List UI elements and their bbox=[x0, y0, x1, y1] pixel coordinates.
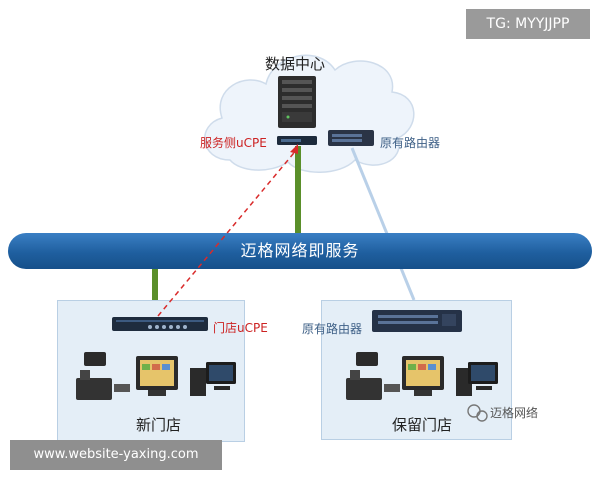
legacy-store-router-icon bbox=[372, 310, 462, 332]
legacy-store-router-label: 原有路由器 bbox=[302, 322, 363, 336]
datacenter-router-icon bbox=[328, 130, 374, 146]
red-dashed-tunnel bbox=[157, 147, 299, 317]
datacenter-router-label: 原有路由器 bbox=[380, 136, 441, 150]
legacy-store-pc-icon bbox=[456, 362, 498, 396]
server-icon bbox=[278, 76, 316, 128]
legacy-store-touchscreen-icon bbox=[402, 356, 444, 396]
new-store-pc-icon bbox=[190, 362, 236, 396]
store-ucpe-device-icon bbox=[112, 317, 208, 331]
legacy-store-pos-icon bbox=[346, 352, 400, 400]
wechat-logo-icon bbox=[467, 404, 488, 422]
new-store-pos-icon bbox=[76, 352, 130, 400]
tunnel-arrow-icon bbox=[290, 144, 298, 154]
wechat-brand-label: 迈格网络 bbox=[490, 406, 539, 420]
watermark-url: www.website-yaxing.com bbox=[10, 440, 222, 470]
store-ucpe-label: 门店uCPE bbox=[213, 321, 268, 335]
legacy-store-title: 保留门店 bbox=[392, 416, 453, 434]
network-service-bar: 迈格网络即服务 bbox=[8, 233, 592, 269]
service-ucpe-label: 服务侧uCPE bbox=[200, 136, 267, 150]
new-store-touchscreen-icon bbox=[136, 356, 178, 396]
watermark-tag: TG: MYYJJPP bbox=[466, 9, 590, 39]
datacenter-title: 数据中心 bbox=[265, 55, 326, 73]
service-ucpe-device-icon bbox=[277, 136, 317, 145]
new-store-title: 新门店 bbox=[136, 416, 182, 434]
network-service-label: 迈格网络即服务 bbox=[240, 241, 360, 260]
legacy-link-line bbox=[350, 147, 416, 301]
